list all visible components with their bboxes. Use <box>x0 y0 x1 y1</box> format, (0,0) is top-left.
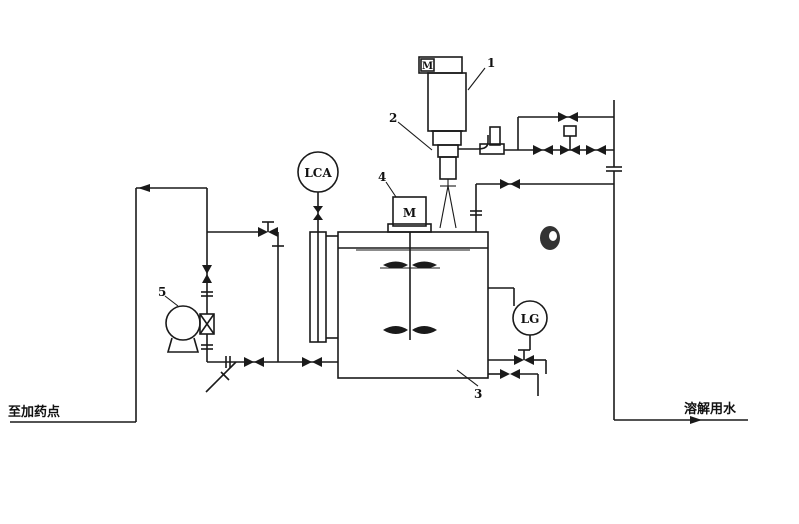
motor-small-label: M <box>403 206 416 220</box>
scan-smudge <box>540 226 560 250</box>
dissolving-water-label: 溶解用水 <box>684 401 737 417</box>
label-4: 4 <box>378 170 386 184</box>
lg-label: LG <box>521 312 540 326</box>
label-5: 5 <box>158 285 166 299</box>
to-dosing-point-label: 至加药点 <box>8 404 60 420</box>
label-2: 2 <box>389 111 397 125</box>
agitator <box>380 232 440 340</box>
lg-instrument: LG <box>488 287 548 396</box>
top-motor-assembly: M <box>418 56 505 229</box>
discharge-piping <box>10 184 338 423</box>
label-3: 3 <box>474 387 482 401</box>
tank-agitator-motor: M <box>387 196 432 233</box>
motor-top-label: M <box>422 61 433 72</box>
label-1: 1 <box>487 56 495 70</box>
callouts: 1 2 4 3 5 <box>158 56 495 401</box>
dissolving-tank <box>337 231 489 379</box>
water-supply-piping <box>470 100 748 424</box>
lca-label: LCA <box>304 166 332 180</box>
lca-instrument: LCA <box>297 151 339 343</box>
